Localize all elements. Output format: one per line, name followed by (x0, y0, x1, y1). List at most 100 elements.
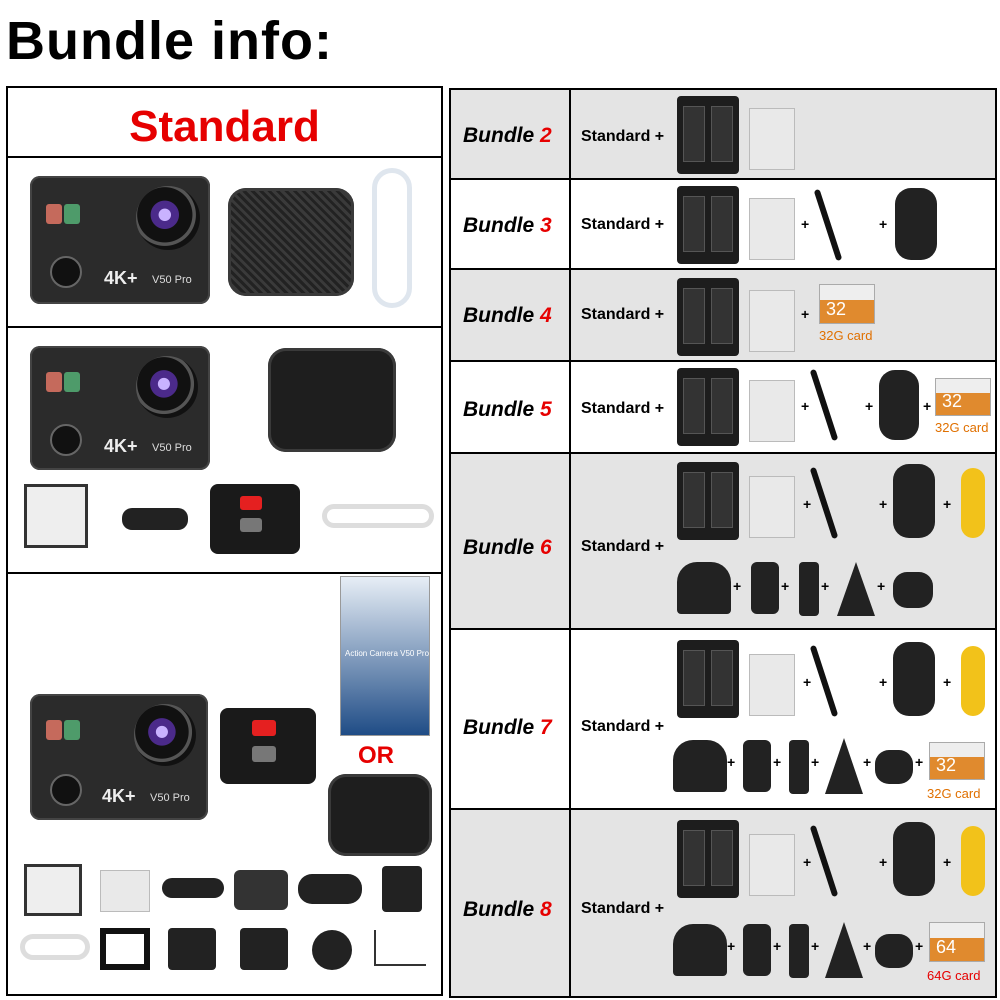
wrench-image (789, 924, 809, 978)
bundle-row: Bundle 6 Standard + + + + + + + + (451, 454, 995, 630)
bundle-label-cell: Bundle 4 (451, 270, 571, 360)
floating-grip-image (961, 646, 985, 716)
usb-cable-image (372, 168, 412, 308)
plus-sign: + (801, 216, 810, 232)
sd-card-image: 64 (929, 922, 985, 962)
bundle-label-cell: Bundle 3 (451, 180, 571, 268)
waterproof-housing-image (24, 864, 82, 916)
battery-image (749, 290, 795, 352)
sd-card-image: 32 (935, 378, 991, 416)
dual-charger-image (677, 368, 739, 446)
standard-plus-label: Standard + (581, 718, 665, 735)
battery-image (749, 380, 795, 442)
bundles-table: Bundle 2 Standard + Bundle 3 Standard + … (449, 88, 997, 998)
carry-case-small-image (228, 188, 354, 296)
tripod-image (825, 922, 863, 978)
selfie-stick-image (809, 368, 839, 442)
plus-sign: + (943, 674, 952, 690)
bundle-label: Bundle 7 (463, 716, 552, 739)
buckle-mount-image (168, 928, 216, 970)
bundle-row: Bundle 7 Standard + + + + + + + + + 32 3… (451, 630, 995, 810)
plus-sign: + (781, 578, 790, 594)
plus-sign: + (811, 754, 820, 770)
standard-plus-label: Standard + (581, 216, 665, 233)
plus-sign: + (773, 938, 782, 954)
suction-cup-mount-image (677, 562, 731, 614)
sd-card-image: 32 (929, 742, 985, 780)
bundle-row: Bundle 4 Standard + + 32 32G card (451, 270, 995, 362)
sd-card-label: 32G card (927, 786, 981, 801)
battery-image (749, 654, 795, 716)
battery-image (749, 108, 795, 170)
floating-grip-image (961, 468, 985, 538)
standard-plus-label: Standard + (581, 128, 665, 145)
wrench-image (799, 562, 819, 616)
camera-image: 4K+ V50 Pro (30, 346, 210, 470)
carry-case-image (268, 348, 396, 452)
plus-sign: + (943, 854, 952, 870)
plus-sign: + (879, 854, 888, 870)
wrist-strap-image (875, 750, 913, 784)
bundle-label-cell: Bundle 8 (451, 810, 571, 996)
head-chest-strap-image (893, 822, 935, 896)
sd-card-label: 32G card (935, 420, 989, 435)
dual-charger-image (677, 640, 739, 718)
battery-image (749, 834, 795, 896)
standard-plus-label: Standard + (581, 306, 665, 323)
suction-cup-mount-image (673, 924, 727, 976)
plus-sign: + (733, 578, 742, 594)
plus-sign: + (803, 674, 812, 690)
plus-sign: + (879, 216, 888, 232)
wrist-strap-image (875, 934, 913, 968)
plus-sign: + (915, 938, 924, 954)
plus-sign: + (877, 578, 886, 594)
tethers-image (374, 930, 426, 966)
floating-grip-image (961, 826, 985, 896)
tripod-adapter-image (382, 866, 422, 912)
bundle-label-cell: Bundle 5 (451, 362, 571, 452)
remote-control-image (210, 484, 300, 554)
dual-charger-image (677, 462, 739, 540)
remote-control-image (220, 708, 316, 784)
mount-adapter-image (162, 878, 224, 898)
bundle-label-cell: Bundle 7 (451, 630, 571, 808)
plus-sign: + (811, 938, 820, 954)
sd-card-label: 32G card (819, 328, 873, 343)
head-chest-strap-image (893, 642, 935, 716)
plus-sign: + (803, 496, 812, 512)
standard-set-full: 4K+ V50 Pro Action Camera V50 Pro OR (8, 574, 441, 994)
standard-set-basic: Standard 4K+ V50 Pro (8, 88, 441, 328)
plus-sign: + (773, 754, 782, 770)
battery-image (749, 476, 795, 538)
mount-adapter-image (122, 508, 188, 530)
bundle-label: Bundle 2 (463, 124, 552, 147)
or-label: OR (358, 742, 394, 769)
sd-card-image: 32 (819, 284, 875, 324)
waterproof-housing-image (24, 484, 88, 548)
plus-sign: + (923, 398, 932, 414)
plus-sign: + (863, 754, 872, 770)
dual-charger-image (677, 96, 739, 174)
frame-mount-image (100, 928, 150, 970)
camera-image: 4K+ V50 Pro (30, 176, 210, 304)
suction-cup-mount-image (673, 740, 727, 792)
plus-sign: + (865, 398, 874, 414)
bundle-label: Bundle 6 (463, 536, 552, 559)
battery-image (749, 198, 795, 260)
selfie-stick-image (809, 644, 839, 718)
bundle-row: Bundle 3 Standard + + + (451, 180, 995, 270)
plus-sign: + (879, 674, 888, 690)
bundle-row: Bundle 8 Standard + + + + + + + + + 64 6… (451, 810, 995, 996)
plus-sign: + (727, 754, 736, 770)
retail-box-image: Action Camera V50 Pro (340, 576, 430, 736)
dual-charger-image (677, 186, 739, 264)
selfie-stick-image (809, 824, 839, 898)
dual-charger-image (677, 820, 739, 898)
bundle-label: Bundle 5 (463, 398, 552, 421)
battery-image (100, 870, 150, 912)
dual-charger-image (677, 278, 739, 356)
bundle-label: Bundle 4 (463, 304, 552, 327)
standard-set-accessories: 4K+ V50 Pro (8, 328, 441, 574)
adhesive-mount-image (298, 874, 362, 904)
car-charger-image (751, 562, 779, 614)
